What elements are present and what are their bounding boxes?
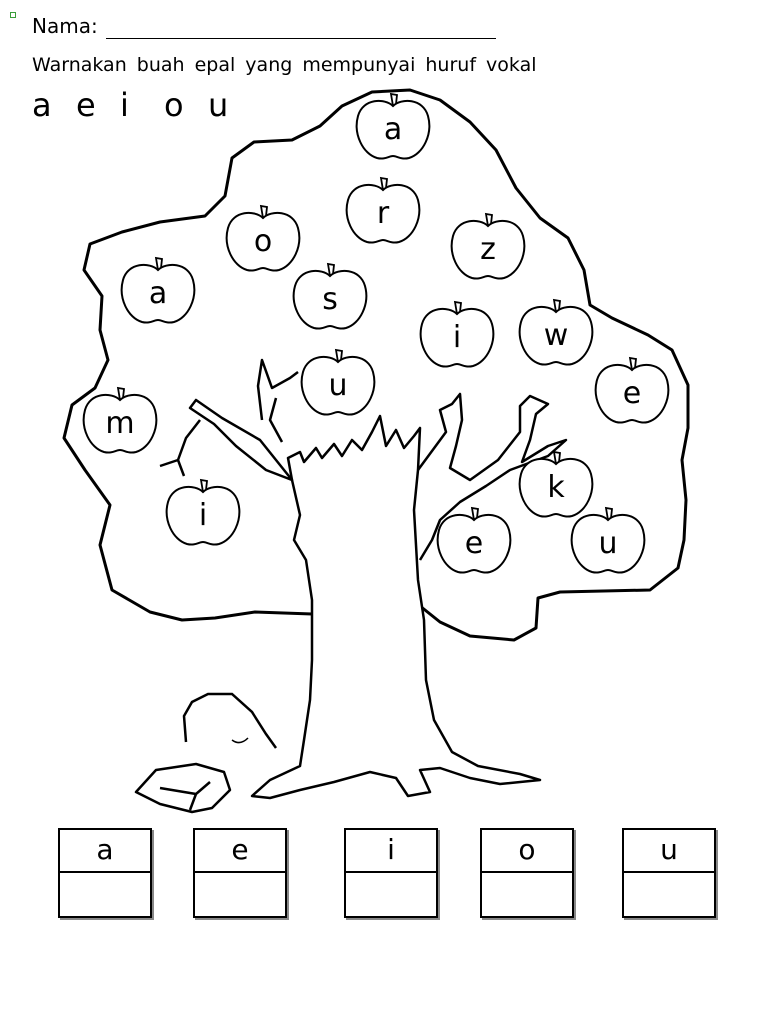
apple-item[interactable]: e — [436, 506, 512, 574]
answer-box[interactable]: a — [58, 828, 152, 918]
name-label: Nama: — [32, 14, 98, 38]
answer-box-blank[interactable] — [60, 873, 150, 916]
apple-stem-icon — [116, 386, 125, 401]
apple-icon[interactable] — [300, 355, 376, 416]
apple-letter: z — [480, 232, 496, 267]
apple-icon[interactable] — [518, 457, 594, 518]
apple-item[interactable]: i — [165, 478, 241, 546]
apple-stem-icon — [552, 450, 561, 465]
apple-letter: e — [623, 376, 641, 411]
vowel-item: a — [32, 86, 52, 124]
answer-box[interactable]: o — [480, 828, 574, 918]
name-field-line[interactable] — [106, 38, 496, 39]
apple-icon[interactable] — [594, 363, 670, 424]
apple-item[interactable]: e — [594, 356, 670, 424]
answer-box-blank[interactable] — [482, 873, 572, 916]
tree-branch-left — [159, 358, 299, 482]
answer-box[interactable]: u — [622, 828, 716, 918]
apple-letter: o — [254, 224, 272, 259]
apple-item[interactable]: a — [120, 256, 196, 324]
tree-canopy-outline — [62, 88, 690, 642]
apple-icon[interactable] — [419, 307, 495, 368]
vowel-item: o — [164, 86, 184, 124]
corner-mark-icon — [10, 12, 16, 18]
apple-item[interactable]: u — [570, 506, 646, 574]
apple-stem-icon — [470, 506, 479, 521]
instruction-text: Warnakan buah epal yang mempunyai huruf … — [32, 54, 537, 76]
vowel-item: e — [76, 86, 96, 124]
apple-stem-icon — [154, 256, 163, 271]
apple-stem-icon — [334, 348, 343, 363]
apple-stem-icon — [379, 176, 388, 191]
mound-detail — [231, 737, 249, 744]
answer-box-label: e — [195, 830, 285, 873]
answer-box-row: a e i o u — [0, 828, 768, 918]
apple-letter: k — [547, 470, 565, 505]
answer-box-label: a — [60, 830, 150, 873]
answer-box-label: i — [346, 830, 436, 873]
apple-letter: s — [322, 282, 338, 317]
answer-box-label: o — [482, 830, 572, 873]
vowel-item: i — [120, 86, 129, 124]
apple-letter: a — [384, 112, 402, 147]
apple-item[interactable]: w — [518, 298, 594, 366]
answer-box-blank[interactable] — [346, 873, 436, 916]
apple-letter: w — [544, 318, 569, 353]
apple-stem-icon — [259, 204, 268, 219]
apple-icon[interactable] — [345, 183, 421, 244]
rock-icon — [134, 762, 232, 814]
answer-box[interactable]: e — [193, 828, 287, 918]
vowel-item: u — [208, 86, 229, 124]
answer-box-blank[interactable] — [195, 873, 285, 916]
apple-item[interactable]: s — [292, 262, 368, 330]
apple-icon[interactable] — [570, 513, 646, 574]
apple-letter: u — [328, 368, 347, 403]
answer-box[interactable]: i — [344, 828, 438, 918]
apple-item[interactable]: z — [450, 212, 526, 280]
apple-item[interactable]: r — [345, 176, 421, 244]
apple-stem-icon — [453, 300, 462, 315]
tree-trunk — [250, 414, 542, 800]
apple-letter: u — [598, 526, 617, 561]
apple-item[interactable]: i — [419, 300, 495, 368]
apple-letter: i — [453, 320, 461, 355]
apple-icon[interactable] — [436, 513, 512, 574]
apple-stem-icon — [628, 356, 637, 371]
apple-icon[interactable] — [120, 263, 196, 324]
apple-icon[interactable] — [165, 485, 241, 546]
apple-item[interactable]: a — [355, 92, 431, 160]
answer-box-label: u — [624, 830, 714, 873]
answer-box-blank[interactable] — [624, 873, 714, 916]
tree-branch-right — [416, 392, 568, 561]
apple-icon[interactable] — [82, 393, 158, 454]
apple-icon[interactable] — [355, 99, 431, 160]
apple-stem-icon — [326, 262, 335, 277]
apple-letter: r — [377, 196, 390, 231]
apple-icon[interactable] — [292, 269, 368, 330]
apple-group: a r o z a s i w u e m k i e u — [82, 92, 670, 574]
apple-icon[interactable] — [518, 305, 594, 366]
apple-stem-icon — [199, 478, 208, 493]
apple-item[interactable]: k — [518, 450, 594, 518]
ground-mound — [182, 692, 278, 749]
apple-icon[interactable] — [225, 211, 301, 272]
apple-item[interactable]: u — [300, 348, 376, 416]
apple-stem-icon — [389, 92, 398, 107]
apple-letter: m — [105, 406, 134, 441]
apple-stem-icon — [484, 212, 493, 227]
apple-icon[interactable] — [450, 219, 526, 280]
apple-stem-icon — [552, 298, 561, 313]
apple-stem-icon — [604, 506, 613, 521]
apple-letter: a — [149, 276, 167, 311]
apple-letter: i — [199, 498, 207, 533]
apple-letter: e — [465, 526, 483, 561]
apple-item[interactable]: o — [225, 204, 301, 272]
apple-item[interactable]: m — [82, 386, 158, 454]
